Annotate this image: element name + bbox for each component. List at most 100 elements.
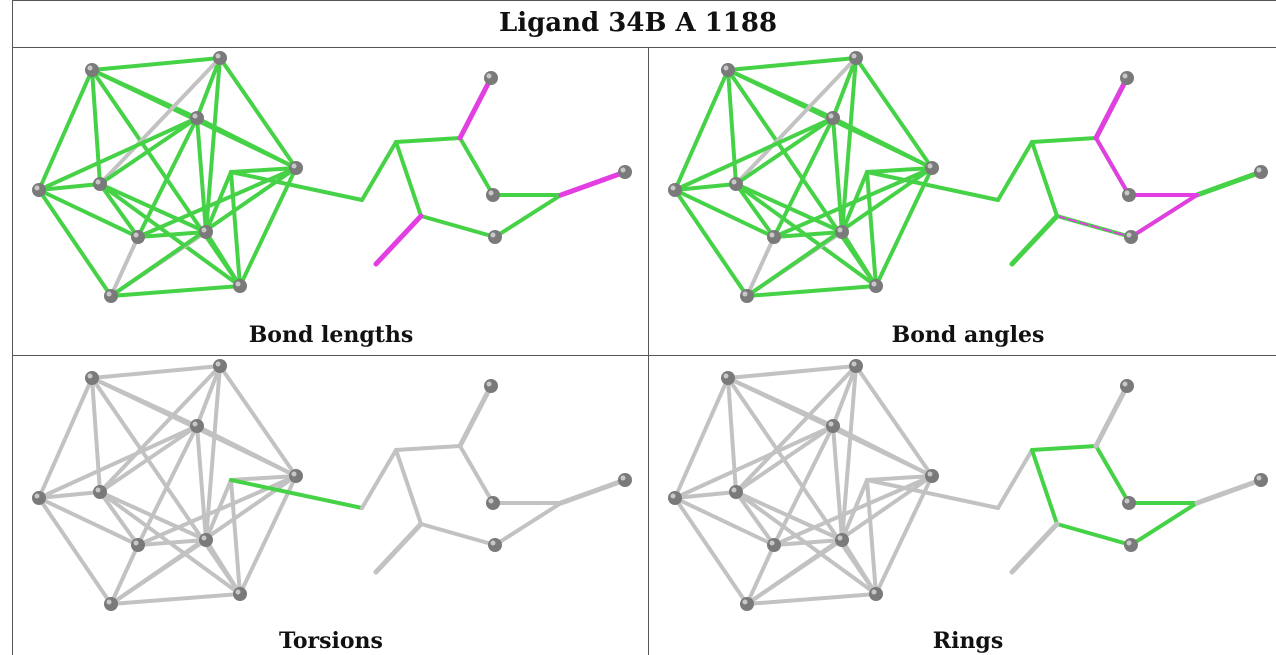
atom-a2	[213, 359, 227, 373]
cage-bond-11	[37, 496, 113, 606]
linker-bond-1	[360, 140, 398, 202]
atom-a10	[233, 587, 247, 601]
panel-bond-lengths	[32, 51, 632, 303]
cage-bond-29	[229, 166, 298, 174]
cage-bond-21	[136, 538, 208, 547]
atom-highlight-a3	[670, 185, 676, 191]
atom-highlight-a8	[927, 471, 933, 477]
atom-highlight-r5	[490, 540, 496, 546]
cage-bond-12	[673, 424, 835, 500]
ring-aromatic-bond-0	[395, 137, 461, 143]
atom-a2	[849, 359, 863, 373]
cage-bond-18	[136, 424, 199, 547]
atom-s1	[1120, 379, 1134, 393]
cage-bond-21	[772, 230, 844, 239]
cage-bond-27	[109, 592, 242, 606]
cage-bond-27	[745, 284, 878, 298]
atom-s1	[484, 71, 498, 85]
cage-bond-6	[195, 56, 222, 120]
cage-bond-7	[204, 364, 222, 542]
atom-a5	[826, 111, 840, 125]
atom-a4	[93, 177, 107, 191]
atom-r5	[1124, 230, 1138, 244]
substituent-bond-0	[457, 383, 494, 449]
cage-bond-24	[840, 230, 878, 288]
atom-highlight-r2	[1124, 498, 1130, 504]
atom-s1	[1120, 71, 1134, 85]
cage-bond-9	[734, 56, 858, 186]
cage-bond-19	[195, 116, 208, 234]
ring-bond-5	[1030, 448, 1059, 526]
ring-bond-3	[493, 193, 563, 239]
atom-highlight-a6	[769, 232, 775, 238]
atom-a3	[668, 491, 682, 505]
atom-highlight-r5	[1126, 540, 1132, 546]
cage-bond-7	[204, 56, 222, 234]
atom-highlight-a7	[837, 535, 843, 541]
atom-highlight-a3	[34, 185, 40, 191]
atom-highlight-a9	[106, 291, 112, 297]
panel-torsions	[32, 359, 632, 611]
atom-highlight-s1	[1122, 381, 1128, 387]
cage-bond-0	[726, 56, 858, 72]
cage-bond-21	[136, 230, 208, 239]
atom-a2	[213, 51, 227, 65]
ring-aromatic-bond-0	[1031, 137, 1097, 143]
ring-bond-5	[1030, 140, 1059, 218]
atom-a1	[721, 63, 735, 77]
cage-bond-14	[98, 424, 199, 494]
cage-bond-27	[109, 284, 242, 298]
atom-highlight-s3	[1256, 167, 1262, 173]
atom-a6	[131, 230, 145, 244]
atom-highlight-a1	[87, 65, 93, 71]
atom-a9	[104, 597, 118, 611]
top-border	[12, 0, 1276, 1]
atom-highlight-a4	[731, 179, 737, 185]
cage-bond-11	[673, 188, 749, 298]
atom-s3	[1254, 165, 1268, 179]
atom-highlight-a6	[769, 540, 775, 546]
atom-highlight-s3	[1256, 475, 1262, 481]
atom-a1	[85, 63, 99, 77]
substituent-bond-1	[373, 521, 424, 575]
cage-bond-24	[840, 538, 878, 596]
atom-highlight-a2	[215, 53, 221, 59]
cage-bond-10	[37, 182, 102, 192]
cage-bond-11	[37, 188, 113, 298]
cage-bond-19	[195, 424, 208, 542]
atom-a4	[93, 485, 107, 499]
cage-bond-12	[37, 424, 199, 500]
cage-bond-22	[109, 543, 140, 606]
atom-highlight-s1	[486, 73, 492, 79]
cage-bond-19	[831, 424, 844, 542]
cage-bond-14	[734, 116, 835, 186]
atom-highlight-s3	[620, 167, 626, 173]
angle-outlier-bond-2	[1129, 193, 1199, 239]
atom-highlight-a7	[837, 227, 843, 233]
cage-bond-1	[37, 68, 94, 192]
ring-aromatic-bond-2	[1056, 215, 1132, 238]
atom-a3	[32, 491, 46, 505]
ring-bond-3	[493, 501, 563, 547]
atom-highlight-a2	[851, 361, 857, 367]
substituent-bond-2	[558, 477, 628, 506]
atom-a9	[104, 289, 118, 303]
atom-a7	[199, 225, 213, 239]
cage-bond-12	[37, 116, 199, 192]
figure-title: Ligand 34B A 1188	[498, 8, 778, 38]
substituent-bond-0	[457, 75, 494, 141]
cage-bond-22	[745, 543, 776, 606]
cage-bond-30	[229, 170, 242, 288]
substituent-bond-2	[1194, 169, 1264, 198]
atom-s3	[1254, 473, 1268, 487]
atom-highlight-a1	[87, 373, 93, 379]
cage-bond-10	[673, 182, 738, 192]
atom-a7	[835, 533, 849, 547]
cage-bond-13	[673, 188, 776, 239]
caption-bond-angles: Bond angles	[891, 322, 1045, 348]
atom-s3	[618, 165, 632, 179]
atom-r2	[486, 496, 500, 510]
ring-aromatic-bond-2	[420, 215, 496, 238]
cage-bond-31	[840, 478, 869, 542]
cage-bond-26	[238, 166, 298, 288]
